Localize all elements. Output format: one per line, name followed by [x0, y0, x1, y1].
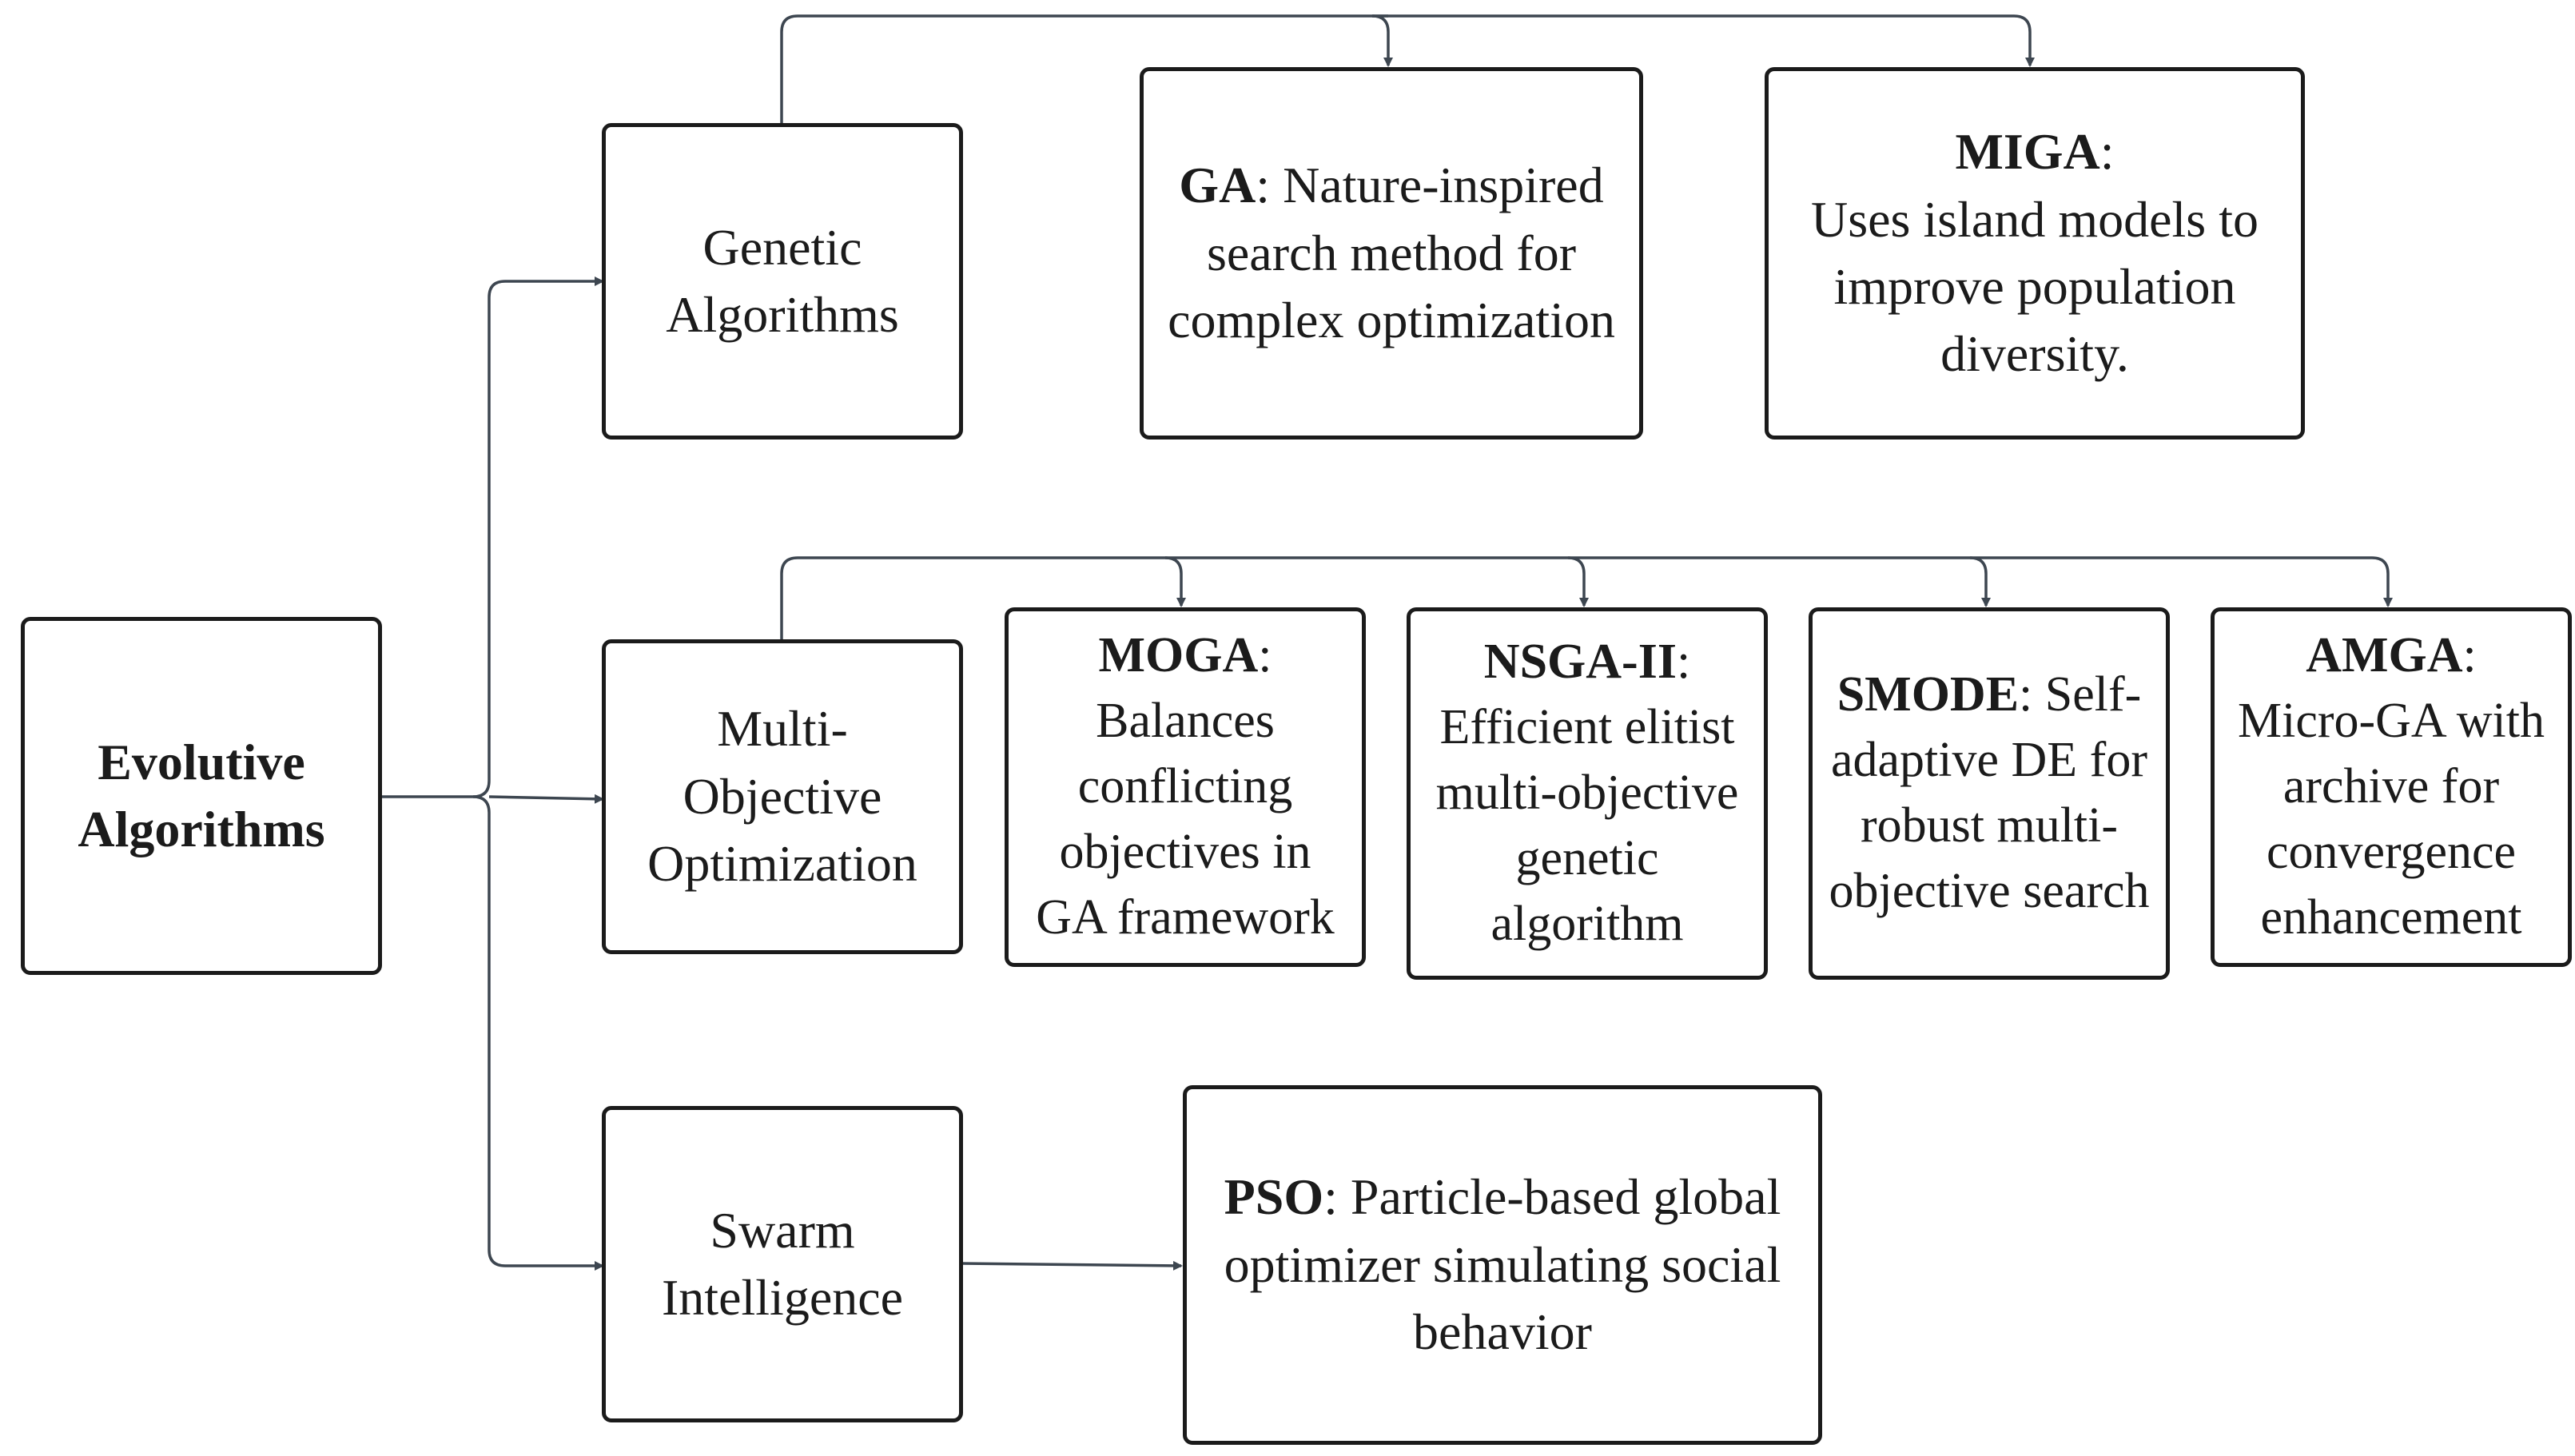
node-amga: AMGA: Micro-GA with archive for convergen… [2211, 607, 2572, 967]
node-nsga2: NSGA-II: Efficient elitist multi-objectiv… [1407, 607, 1768, 980]
node-description: Micro-GA with archive for convergence en… [2237, 694, 2545, 945]
node-text: MOGA: Balances conflicting objectives in … [1021, 623, 1349, 950]
connector-drop-smode [1969, 556, 1991, 607]
node-term: MIGA [1955, 123, 2100, 181]
node-term: NSGA-II [1483, 635, 1677, 690]
node-separator: : [1256, 157, 1284, 214]
category-swarm-intelligence: Swarm Intelligence [602, 1106, 963, 1422]
node-text: SMODE: Self-adaptive DE for robust multi… [1825, 662, 2153, 924]
connector-root-to-multi-objective [472, 795, 604, 1271]
category-label: Multi-Objective Optimization [647, 700, 917, 893]
node-description: Self-adaptive DE for robust multi-object… [1829, 667, 2150, 918]
node-separator: : [2099, 123, 2115, 181]
node-separator: : [1676, 635, 1691, 690]
node-description: Efficient elitist multi-objective geneti… [1435, 700, 1739, 951]
node-term: SMODE [1837, 667, 2020, 722]
node-description: Balances conflicting objectives in GA fr… [1036, 694, 1335, 945]
connector-multi-objective-branch [780, 556, 2393, 639]
category-label: Swarm Intelligence [661, 1201, 904, 1326]
node-term: GA [1179, 157, 1256, 214]
node-ga: GA: Nature-inspired search method for co… [1140, 67, 1643, 440]
connector-drop-moga [1164, 556, 1186, 607]
root-node-label: Evolutive Algorithms [78, 733, 325, 857]
node-smode: SMODE: Self-adaptive DE for robust multi… [1809, 607, 2170, 980]
node-text: GA: Nature-inspired search method for co… [1156, 152, 1626, 354]
node-term: AMGA [2306, 628, 2463, 683]
node-pso: PSO: Particle-based global optimizer sim… [1183, 1085, 1822, 1445]
connector-root-to-swarm [488, 794, 604, 804]
root-node: Evolutive Algorithms [21, 617, 382, 975]
connector-drop-nsga2 [1567, 556, 1589, 607]
node-text: AMGA: Micro-GA with archive for convergen… [2227, 623, 2555, 950]
category-label: Genetic Algorithms [666, 218, 899, 343]
category-genetic-algorithms: Genetic Algorithms [602, 123, 963, 440]
node-moga: MOGA: Balances conflicting objectives in … [1005, 607, 1366, 967]
node-description: Nature-inspired search method for comple… [1168, 157, 1615, 349]
node-miga: MIGA: Uses island models to improve popul… [1765, 67, 2305, 440]
node-text: MIGA: Uses island models to improve popul… [1781, 118, 2288, 388]
node-description: Uses island models to improve population… [1811, 190, 2259, 383]
node-term: MOGA [1098, 628, 1259, 683]
node-description: Particle-based global optimizer simulati… [1224, 1168, 1781, 1361]
category-multi-objective-optimization: Multi-Objective Optimization [602, 639, 963, 954]
node-separator: : [1323, 1168, 1351, 1226]
node-term: PSO [1224, 1168, 1324, 1226]
node-text: PSO: Particle-based global optimizer sim… [1200, 1164, 1805, 1366]
connector-swarm-to-pso [960, 1260, 1183, 1271]
connector-root-trunk [380, 276, 604, 798]
connector-drop-ga [1371, 14, 1393, 67]
connector-genetic-branch [780, 14, 2035, 123]
node-separator: : [2019, 667, 2045, 722]
node-separator: : [1258, 628, 1272, 683]
node-separator: : [2462, 628, 2477, 683]
node-text: NSGA-II: Efficient elitist multi-objectiv… [1423, 630, 1751, 957]
